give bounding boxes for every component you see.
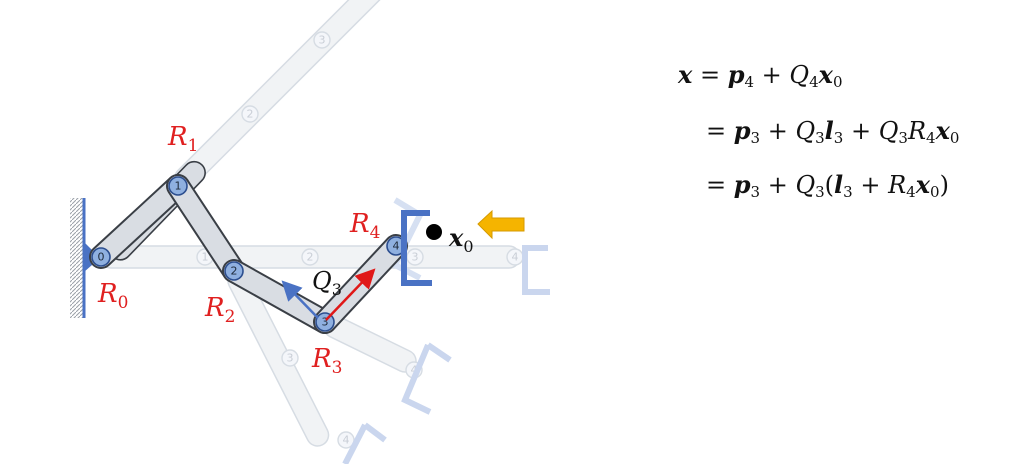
svg-text:4: 4	[343, 434, 350, 447]
joint-2-number: 2	[231, 265, 238, 278]
orange-arrow-icon	[477, 209, 525, 240]
svg-text:3: 3	[319, 34, 326, 47]
label-r0: R0	[97, 279, 128, 313]
equation-line-3: = p3 + Q3(l3 + R4x0)	[706, 170, 949, 201]
svg-text:4: 4	[512, 251, 519, 264]
label-r4: R4	[349, 209, 380, 243]
label-r1: R1	[167, 122, 198, 156]
joint-1	[168, 176, 188, 196]
joint-0-number: 0	[98, 251, 105, 264]
joint-4-number: 4	[393, 240, 400, 253]
ghost-configurations: 1 2 3 4 2 3 3 4 4	[99, 0, 550, 464]
target-point	[426, 224, 442, 240]
label-x0: x0	[448, 223, 474, 256]
joint-0	[91, 247, 111, 267]
joint-3-number: 3	[322, 316, 329, 329]
svg-text:3: 3	[287, 352, 294, 365]
svg-text:1: 1	[202, 251, 209, 264]
wall-mount	[70, 198, 100, 318]
label-r2: R2	[204, 293, 235, 327]
label-q3: Q3	[312, 267, 342, 299]
equation-line-1: x = p4 + Q4x0	[678, 60, 843, 91]
joint-2	[224, 261, 244, 281]
svg-text:3: 3	[412, 251, 419, 264]
link-vector-arrow	[325, 268, 376, 321]
equation-line-2: = p3 + Q3l3 + Q3R4x0	[706, 116, 960, 147]
frame-axis-arrow	[281, 280, 319, 319]
svg-text:2: 2	[307, 251, 314, 264]
svg-text:2: 2	[247, 108, 254, 121]
label-r3: R3	[311, 344, 342, 378]
svg-text:4: 4	[411, 364, 418, 377]
joint-1-number: 1	[175, 180, 182, 193]
gripper-bracket	[401, 210, 432, 286]
